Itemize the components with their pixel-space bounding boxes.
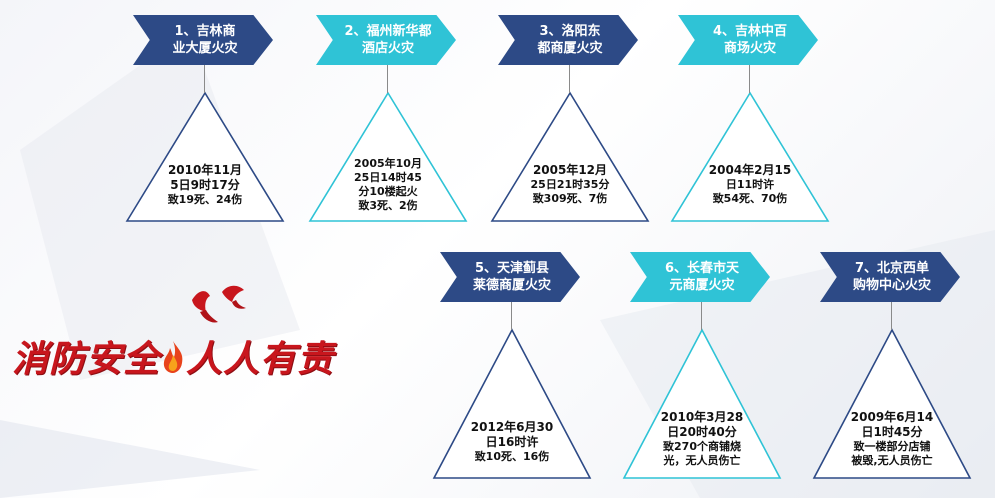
- incident-title-banner: 4、吉林中百 商场火灾: [678, 15, 818, 65]
- incident-time: 日1时45分: [861, 425, 923, 439]
- incident-casualties-cont: 被毁,无人员伤亡: [851, 454, 933, 467]
- incident-date: 2005年10月: [354, 157, 422, 170]
- slogan-part-2: 人人有责: [186, 339, 335, 380]
- incident-details: 2004年2月15 日11时许 致54死、70伤: [688, 163, 812, 206]
- connector-line: [891, 302, 892, 330]
- incident-casualties: 致19死、24伤: [167, 193, 243, 206]
- incident-casualties-cont: 光，无人员伤亡: [663, 454, 741, 467]
- incident-date: 2012年6月30: [470, 420, 554, 434]
- incident-time: 日20时40分: [667, 425, 737, 439]
- incident-card-3: 3、洛阳东 都商厦火灾 2005年12月 25日21时35分 致309死、7伤: [490, 15, 650, 240]
- incident-casualties: 致309死、7伤: [532, 192, 608, 205]
- timeline-triangle: [308, 91, 468, 222]
- incident-title-banner: 5、天津蓟县 莱德商厦火灾: [440, 252, 580, 302]
- incident-details: 2012年6月30 日16时许 致10死、16伤: [450, 420, 574, 464]
- incident-details: 2005年12月 25日21时35分 致309死、7伤: [508, 163, 632, 206]
- incident-card-7: 7、北京西单 购物中心火灾 2009年6月14 日1时45分 致一楼部分店铺 被…: [812, 252, 972, 479]
- incident-details: 2005年10月 25日14时45 分10楼起火 致3死、2伤: [326, 157, 450, 213]
- timeline-triangle: [490, 91, 650, 222]
- connector-line: [387, 65, 388, 93]
- incident-date: 2010年11月: [167, 163, 243, 177]
- incident-card-6: 6、长春市天 元商厦火灾 2010年3月28 日20时40分 致270个商铺烧 …: [622, 252, 782, 479]
- timeline-triangle: [622, 328, 782, 479]
- incident-time: 25日14时45: [354, 171, 422, 184]
- timeline-triangle: [812, 328, 972, 479]
- incident-note: 分10楼起火: [358, 185, 418, 198]
- connector-line: [204, 65, 205, 93]
- connector-line: [749, 65, 750, 93]
- incident-title-banner: 3、洛阳东 都商厦火灾: [498, 15, 638, 65]
- flame-icon: [163, 341, 183, 373]
- incident-card-4: 4、吉林中百 商场火灾 2004年2月15 日11时许 致54死、70伤: [670, 15, 830, 240]
- incident-title-banner: 1、吉林商 业大厦火灾: [133, 15, 273, 65]
- incident-date: 2010年3月28: [660, 410, 744, 424]
- incident-casualties: 致54死、70伤: [712, 192, 788, 205]
- incident-casualties: 致3死、2伤: [358, 199, 418, 212]
- connector-line: [569, 65, 570, 93]
- incident-casualties: 致一楼部分店铺: [853, 440, 931, 453]
- incident-time: 5日9时17分: [170, 178, 240, 192]
- incident-title-banner: 6、长春市天 元商厦火灾: [630, 252, 770, 302]
- incident-details: 2009年6月14 日1时45分 致一楼部分店铺 被毁,无人员伤亡: [830, 410, 954, 468]
- doves-icon: [192, 285, 246, 323]
- incident-details: 2010年11月 5日9时17分 致19死、24伤: [143, 163, 267, 207]
- incident-casualties: 致270个商铺烧: [663, 440, 741, 453]
- incident-time: 日11时许: [725, 178, 775, 191]
- incident-details: 2010年3月28 日20时40分 致270个商铺烧 光，无人员伤亡: [640, 410, 764, 468]
- slogan-part-1: 消防安全: [12, 339, 161, 380]
- incident-card-2: 2、福州新华都 酒店火灾 2005年10月 25日14时45 分10楼起火 致3…: [308, 15, 468, 240]
- timeline-triangle: [670, 91, 830, 222]
- timeline-triangle: [125, 91, 285, 222]
- incident-time: 日16时许: [485, 435, 539, 449]
- connector-line: [701, 302, 702, 330]
- incident-title-banner: 2、福州新华都 酒店火灾: [316, 15, 456, 65]
- incident-card-5: 5、天津蓟县 莱德商厦火灾 2012年6月30 日16时许 致10死、16伤: [432, 252, 592, 479]
- incident-date: 2009年6月14: [850, 410, 934, 424]
- connector-line: [511, 302, 512, 330]
- incident-card-1: 1、吉林商 业大厦火灾 2010年11月 5日9时17分 致19死、24伤: [125, 15, 285, 240]
- incident-date: 2004年2月15: [708, 163, 792, 177]
- incident-casualties: 致10死、16伤: [474, 450, 550, 463]
- incident-time: 25日21时35分: [530, 178, 610, 191]
- safety-slogan: 消防安全 人人有责: [12, 330, 334, 382]
- timeline-triangle: [432, 328, 592, 479]
- incident-title-banner: 7、北京西单 购物中心火灾: [820, 252, 960, 302]
- incident-date: 2005年12月: [532, 163, 608, 177]
